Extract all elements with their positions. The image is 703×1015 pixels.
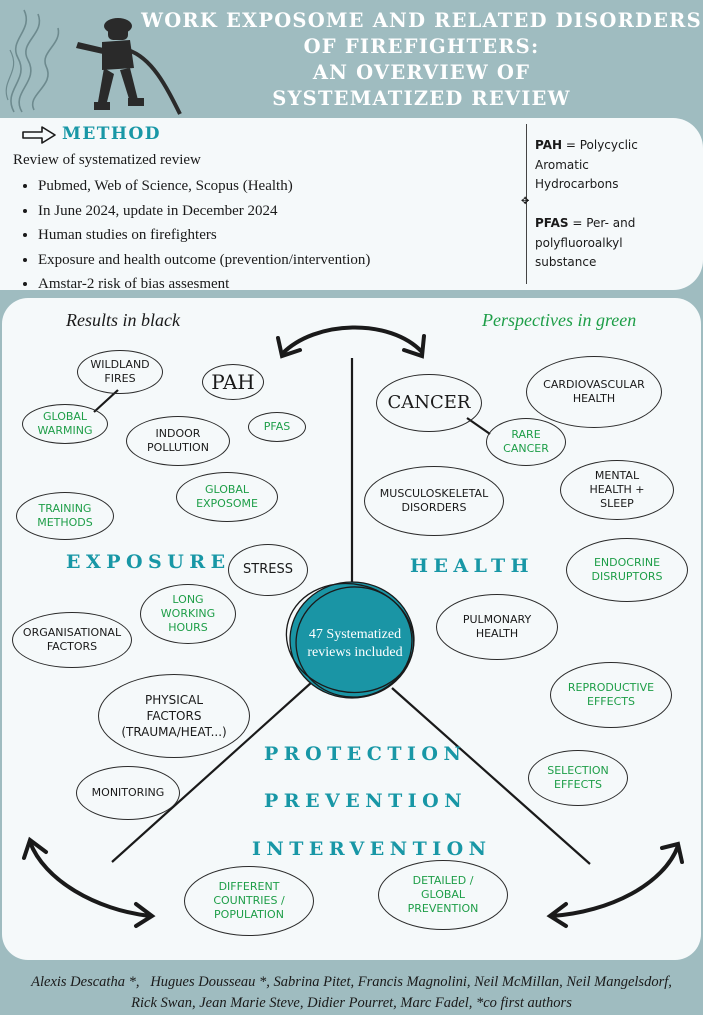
node-monitoring: MONITORING xyxy=(76,766,180,820)
glossary-term: PFAS xyxy=(535,216,569,230)
method-panel xyxy=(0,118,703,290)
node-pfas: PFAS xyxy=(248,412,306,442)
node-selection-effects: SELECTION EFFECTS xyxy=(528,750,628,806)
node-reproductive-effects: REPRODUCTIVE EFFECTS xyxy=(550,662,672,728)
firefighter-hose-icon xyxy=(76,18,182,115)
section-intervention: INTERVENTION xyxy=(252,838,492,860)
section-protection: PROTECTION xyxy=(264,743,467,765)
section-exposure: EXPOSURE xyxy=(66,551,231,573)
method-subtitle: Review of systematized review xyxy=(13,152,201,168)
curved-double-arrow-icon xyxy=(276,325,426,359)
right-connector xyxy=(391,687,591,865)
method-heading: METHOD xyxy=(62,124,162,144)
authors-line: Alexis Descatha *, Hugues Dousseau *, Sa… xyxy=(31,974,672,990)
title-line: OF FIREFIGHTERS: xyxy=(303,35,540,58)
node-pulmonary-health: PULMONARY HEALTH xyxy=(436,594,558,660)
node-endocrine-disruptors: ENDOCRINE DISRUPTORS xyxy=(566,538,688,602)
section-prevention: PREVENTION xyxy=(264,790,468,812)
method-item: Pubmed, Web of Science, Scopus (Health) xyxy=(38,174,370,199)
node-rare-cancer: RARE CANCER xyxy=(486,418,566,466)
node-stress: STRESS xyxy=(228,544,308,596)
node-musculoskeletal-disorders: MUSCULOSKELETAL DISORDERS xyxy=(364,466,504,536)
glossary-definition: = Per- and polyfluoroalkyl substance xyxy=(535,216,636,269)
glossary-term: PAH xyxy=(535,138,563,152)
node-global-warming: GLOBAL WARMING xyxy=(22,404,108,444)
method-item: Human studies on firefighters xyxy=(38,223,370,248)
poster-title: WORK EXPOSOME AND RELATED DISORDERS OF F… xyxy=(140,8,703,112)
curved-double-arrow-icon xyxy=(22,836,156,928)
method-item: Exposure and health outcome (prevention/… xyxy=(38,248,370,273)
node-cardiovascular-health: CARDIOVASCULAR HEALTH xyxy=(526,356,662,428)
curved-double-arrow-icon xyxy=(546,841,684,928)
diamond-icon: ✥ xyxy=(521,196,530,207)
node-physical-factors: PHYSICAL FACTORS (TRAUMA/HEAT...) xyxy=(98,674,250,758)
authors-line: Rick Swan, Jean Marie Steve, Didier Pour… xyxy=(131,995,572,1011)
node-different-countries: DIFFERENT COUNTRIES / POPULATION xyxy=(184,866,314,936)
left-connector xyxy=(111,681,313,863)
node-training-methods: TRAINING METHODS xyxy=(16,492,114,540)
glossary-definition: = Polycyclic Aromatic Hydrocarbons xyxy=(535,138,638,191)
glossary-divider xyxy=(526,124,527,284)
section-health: HEALTH xyxy=(410,555,535,577)
method-item: Amstar-2 risk of bias assesment xyxy=(38,272,370,297)
arrow-right-outline-icon xyxy=(22,126,56,144)
method-item: In June 2024, update in December 2024 xyxy=(38,199,370,224)
center-label: 47 Systematized reviews included xyxy=(307,627,403,660)
title-line: WORK EXPOSOME AND RELATED DISORDERS xyxy=(141,9,702,32)
node-cancer: CANCER xyxy=(376,374,482,432)
node-long-working-hours: LONG WORKING HOURS xyxy=(140,584,236,644)
title-line: SYSTEMATIZED REVIEW xyxy=(272,87,571,110)
node-detailed-prevention: DETAILED / GLOBAL PREVENTION xyxy=(378,860,508,930)
node-indoor-pollution: INDOOR POLLUTION xyxy=(126,416,230,466)
node-global-exposome: GLOBAL EXPOSOME xyxy=(176,472,278,522)
legend-perspectives: Perspectives in green xyxy=(482,310,637,330)
node-wildland-fires: WILDLAND FIRES xyxy=(77,350,163,394)
center-circle xyxy=(285,581,415,699)
title-line: AN OVERVIEW OF xyxy=(312,61,531,84)
node-mental-health-sleep: MENTAL HEALTH + SLEEP xyxy=(560,460,674,520)
glossary-pfas: PFAS = Per- and polyfluoroalkyl substanc… xyxy=(535,214,665,273)
authors: Alexis Descatha *, Hugues Dousseau *, Sa… xyxy=(0,972,703,1014)
legend-results: Results in black xyxy=(66,310,180,330)
method-list: Pubmed, Web of Science, Scopus (Health) … xyxy=(20,174,370,297)
node-pah: PAH xyxy=(202,364,264,400)
node-organisational-factors: ORGANISATIONAL FACTORS xyxy=(12,612,132,668)
glossary-pah: PAH = Polycyclic Aromatic Hydrocarbons xyxy=(535,136,665,195)
smoke-swirl-icon xyxy=(5,9,60,113)
